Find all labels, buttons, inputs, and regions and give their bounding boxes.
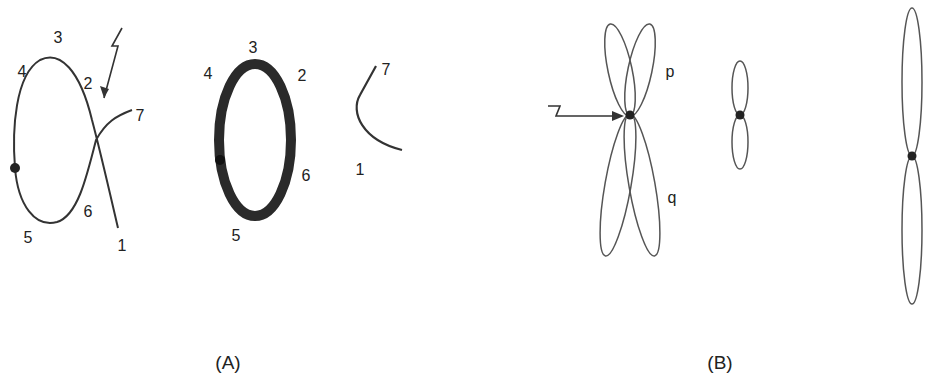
- acentric-fragment: [357, 66, 402, 150]
- band-number: 3: [54, 30, 63, 46]
- break-arrow: [104, 28, 122, 98]
- band-number: 4: [204, 66, 213, 82]
- centromere: [626, 111, 635, 120]
- arm-label: q: [668, 190, 677, 206]
- arrow-head: [612, 111, 624, 121]
- isochromosome-arm: [732, 61, 748, 115]
- centromere: [215, 155, 225, 165]
- band-number: 7: [136, 108, 145, 124]
- arm-label: p: [666, 64, 675, 80]
- arrow-head: [100, 86, 109, 98]
- centromere-arrow: [548, 106, 620, 116]
- band-number: 5: [24, 230, 33, 246]
- band-number: 2: [298, 68, 307, 84]
- isochromosome-arm: [732, 115, 748, 169]
- band-number: 2: [84, 76, 93, 92]
- isochromosome-arm: [902, 156, 922, 304]
- centromere: [908, 152, 917, 161]
- centromere: [10, 163, 20, 173]
- chromatid-arm: [617, 112, 668, 258]
- centromere: [736, 111, 745, 120]
- band-number: 3: [249, 40, 258, 56]
- band-number: 5: [232, 228, 241, 244]
- band-number: 1: [118, 238, 127, 254]
- isochromosome-arm: [902, 8, 922, 156]
- panel-label: (A): [215, 353, 240, 372]
- band-number: 1: [356, 162, 365, 178]
- band-number: 6: [84, 204, 93, 220]
- chromatid-arm: [593, 112, 644, 258]
- ring-chromosome: [219, 64, 291, 216]
- chromatid-arm: [598, 22, 641, 119]
- band-number: 6: [302, 168, 311, 184]
- band-number: 7: [382, 62, 391, 78]
- band-number: 4: [18, 64, 27, 80]
- chromosome-strand: [14, 58, 132, 229]
- chromatid-arm: [618, 22, 661, 119]
- panel-label: (B): [707, 353, 732, 372]
